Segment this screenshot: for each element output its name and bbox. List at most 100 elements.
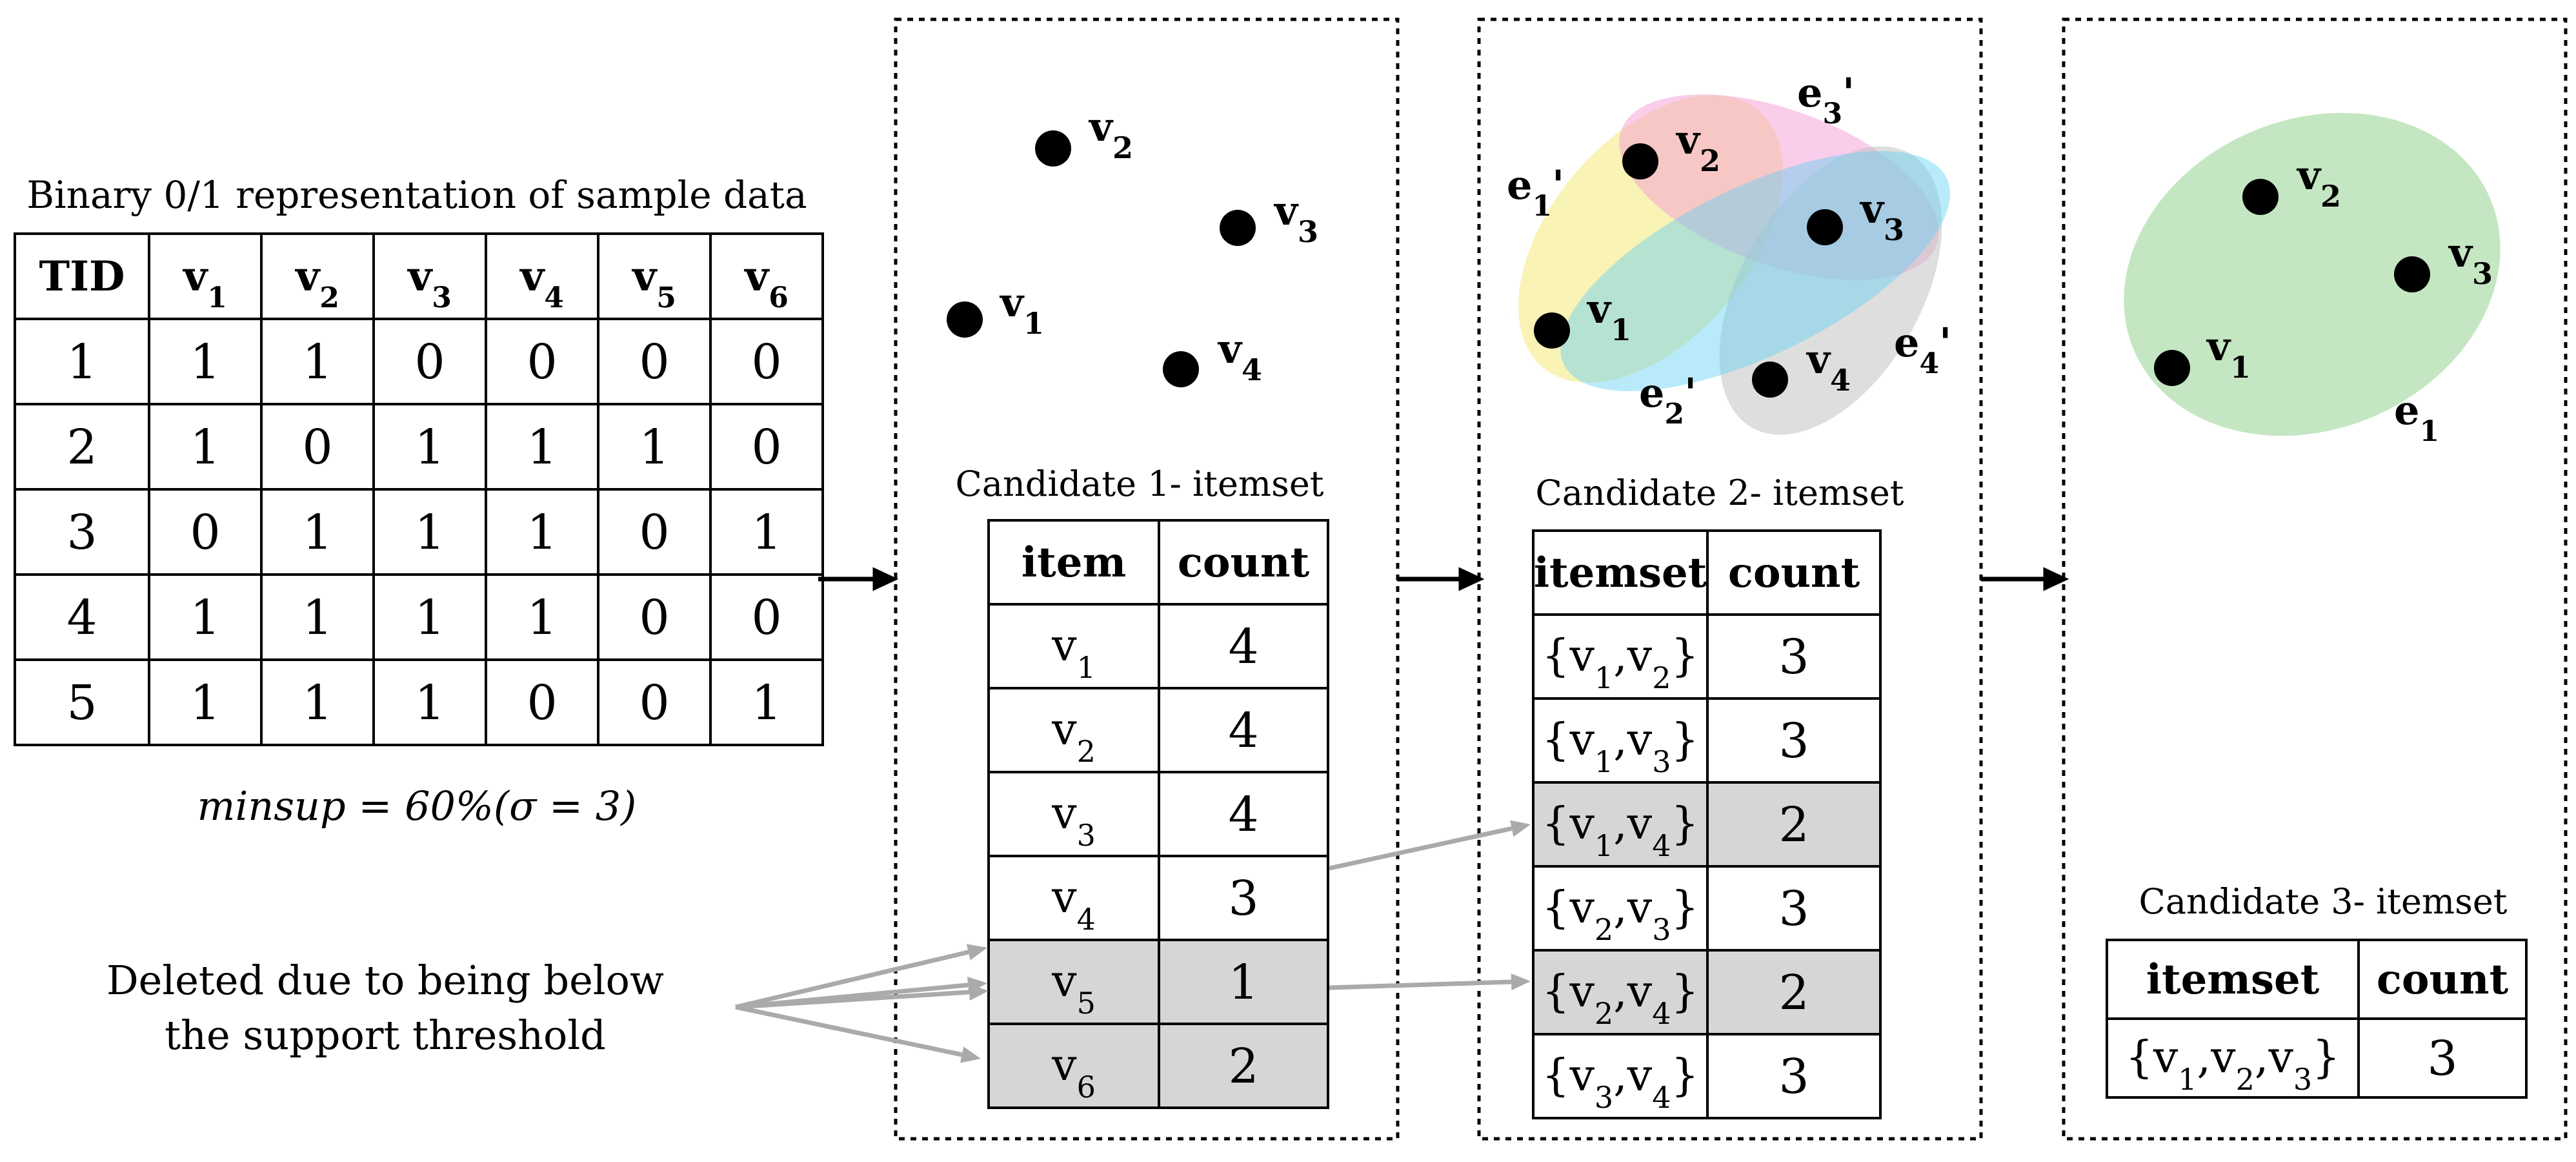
binary-table-cell: 1: [414, 590, 445, 646]
gray-arrowhead: [967, 976, 987, 994]
panel-1-vertex-dot: [1163, 351, 1199, 387]
deleted-note-line-1: Deleted due to being below: [106, 957, 664, 1004]
hyperedges: [1518, 94, 1951, 435]
deleted-annotation: Deleted due to being below the support t…: [106, 820, 1531, 1063]
candidate-2-item: {v1,v3}: [1542, 715, 1699, 779]
binary-table-cell: 1: [190, 334, 220, 390]
hyperedge-label-e3: e3': [1797, 69, 1855, 130]
flow-arrowhead-1: [872, 567, 899, 591]
binary-table-cell: 1: [527, 590, 557, 646]
binary-table-header: v5: [631, 252, 676, 314]
binary-table-header: v3: [407, 252, 452, 314]
binary-table-cell: 1: [414, 505, 445, 560]
binary-table-cell: 3: [66, 505, 97, 560]
binary-table-cell: 0: [639, 675, 669, 731]
candidate-2-count: 3: [1778, 1049, 1809, 1105]
panel-3-vertex-dot: [2394, 256, 2430, 292]
deleted-note-line-2: the support threshold: [165, 1012, 606, 1059]
candidate-2-count: 3: [1778, 629, 1809, 685]
binary-table-cell: 0: [639, 505, 669, 560]
panel-2-vertex-dot: [1752, 362, 1788, 398]
panel-2-vertex-dot: [1622, 143, 1658, 179]
panel-3-vertex-label: v2: [2296, 152, 2341, 214]
gray-arrow-shaft: [1329, 979, 1512, 990]
candidate-1-count: 2: [1228, 1039, 1258, 1094]
panel-2-vertex-dot: [1807, 209, 1843, 245]
binary-table-caption: Binary 0/1 representation of sample data: [26, 173, 807, 217]
candidate-1-item: v4: [1051, 872, 1096, 937]
binary-table-cell: 1: [751, 505, 781, 560]
panel-2-frame: [1477, 17, 1983, 1141]
binary-table-cell: 1: [302, 505, 332, 560]
candidate-3-item: {v1,v2,v3}: [2126, 1032, 2340, 1097]
binary-table-cell: 0: [639, 334, 669, 390]
deletion-pointer-arrows: [735, 820, 1531, 1063]
binary-table-header: v6: [743, 252, 789, 314]
gray-arrow-shaft: [735, 1004, 963, 1057]
binary-table-cell: 5: [66, 675, 97, 731]
minsup-formula: minsup = 60%(σ = 3): [197, 782, 637, 830]
binary-table-header: v4: [519, 252, 564, 314]
binary-table-cell: 0: [751, 420, 781, 475]
candidate-1-count: 1: [1228, 955, 1258, 1010]
candidate-2-item: {v1,v2}: [1542, 631, 1699, 695]
candidate-1-item: v1: [1051, 620, 1096, 685]
flow-arrows: [818, 567, 2069, 591]
binary-table-cell: 1: [190, 420, 220, 475]
binary-table-header: v2: [294, 252, 339, 314]
binary-table-cell: 0: [751, 590, 781, 646]
hyperedge-label-e1-final: e1: [2394, 387, 2439, 448]
binary-table-cell: 1: [190, 590, 220, 646]
binary-table-cell: 1: [527, 505, 557, 560]
candidate-1-count: 3: [1228, 871, 1258, 926]
candidate-2-count: 3: [1778, 713, 1809, 769]
panel-1-vertex-dot: [1220, 210, 1256, 246]
candidate-1-count: 4: [1228, 787, 1258, 842]
hyperedge-e2-prime: [1560, 151, 1951, 391]
candidate-2-item: {v3,v4}: [1542, 1050, 1699, 1115]
candidate-1-item: v5: [1051, 956, 1096, 1021]
candidate-2-item: {v1,v4}: [1542, 799, 1699, 863]
candidate-1-count: 4: [1228, 619, 1258, 675]
gray-arrow-shaft: [735, 950, 969, 1010]
gray-arrow-shaft: [1329, 826, 1513, 871]
candidate-2-header: count: [1728, 549, 1860, 597]
binary-table-cell: 1: [302, 675, 332, 731]
binary-table-cell: 0: [414, 334, 445, 390]
panel-2-vertex-label: v1: [1586, 285, 1631, 347]
candidate-1-header: count: [1178, 538, 1310, 587]
hyperedge-label-e2: e2': [1639, 369, 1696, 431]
binary-table-cell: 1: [414, 675, 445, 731]
panel-2-vertex-dot: [1534, 312, 1570, 349]
candidate-2-item: {v2,v4}: [1542, 966, 1699, 1031]
binary-table-cell: 1: [302, 334, 332, 390]
binary-table-header: TID: [39, 252, 125, 301]
candidate-3-count: 3: [2427, 1031, 2457, 1086]
panel-3-vertex-dot: [2154, 350, 2190, 386]
binary-table-cell: 0: [751, 334, 781, 390]
binary-table-cell: 1: [302, 590, 332, 646]
panel-3-vertex-label: v3: [2448, 229, 2493, 291]
binary-table-header: v1: [182, 252, 227, 314]
hyperedge-label-e1: e1': [1507, 161, 1564, 223]
panel-2-vertex-label: v3: [1859, 185, 1904, 247]
panel-2-caption: Candidate 2- itemset: [1536, 473, 1904, 513]
candidate-1-header: item: [1021, 538, 1126, 587]
hyperedge-labels: e1' e3' e4' e2': [1507, 69, 1951, 431]
panel-3-frame: [2062, 17, 2568, 1141]
candidate-2-header: itemset: [1534, 549, 1707, 597]
panel-1-frame: [894, 17, 1400, 1141]
panel-1-vertex-label: v3: [1273, 187, 1318, 249]
binary-table-cell: 2: [66, 420, 97, 475]
binary-table-cell: 1: [190, 675, 220, 731]
binary-table-cell: 1: [414, 420, 445, 475]
binary-data-section: Binary 0/1 representation of sample data…: [14, 173, 824, 830]
